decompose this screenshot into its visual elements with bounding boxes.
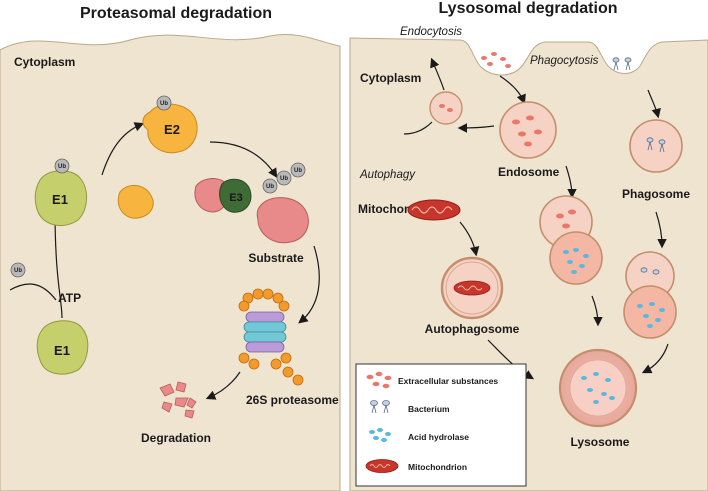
phagosome-label: Phagosome <box>622 187 690 201</box>
e1-top-label: E1 <box>52 192 68 207</box>
mitochondrion-free <box>407 199 461 221</box>
proteasome-complex <box>238 288 304 386</box>
ub-chain-1-label: Ub <box>266 184 274 190</box>
endosome-down-arrow <box>565 165 577 199</box>
mito-to-autophagosome-arrow <box>459 221 480 257</box>
left-cell-background <box>0 34 341 491</box>
bacteria-cluster <box>612 57 632 71</box>
right-cytoplasm-label: Cytoplasm <box>360 71 421 85</box>
lysosome-label: Lysosome <box>571 435 630 449</box>
legend-extracellular-substances-icon <box>366 371 392 389</box>
autophagosome <box>440 256 504 320</box>
e3-label: E3 <box>229 192 242 204</box>
phagosome <box>629 119 683 173</box>
degradation-label: Degradation <box>141 431 211 445</box>
proteasome-label: 26S proteasome <box>246 393 339 407</box>
endocytosis-label: Endocytosis <box>400 26 462 38</box>
proteasomal-panel: Proteasomal degradation Cytoplasm E1 Ub … <box>0 5 341 491</box>
phagosome-fusion <box>623 251 677 339</box>
e3-ligase <box>219 178 252 213</box>
endosome <box>499 101 557 159</box>
vesicle-recycle-arrow <box>403 121 433 135</box>
recycling-vesicle <box>429 91 463 125</box>
legend-bacterium-icon <box>370 400 390 414</box>
proteasomal-title: Proteasomal degradation <box>80 5 272 22</box>
lysosome <box>558 348 638 428</box>
invagination-to-endosome-arrow <box>499 75 526 105</box>
free-e2-enzyme <box>117 185 154 219</box>
ub-on-e2-label: Ub <box>160 101 168 107</box>
recycle-up-arrow <box>430 57 445 91</box>
ub-chain-2-icon <box>276 170 292 186</box>
ub-chain-2-label: Ub <box>280 176 288 182</box>
e2-label: E2 <box>164 122 180 137</box>
substrate-to-proteasome-arrow <box>298 245 320 324</box>
phagosome-to-lysosome-arrow <box>641 343 669 374</box>
autophagosome-to-lysosome-arrow <box>487 339 535 380</box>
substrate-protein <box>256 197 309 244</box>
e1-to-e2-arrow <box>101 122 145 176</box>
endosome-fusion <box>539 195 603 285</box>
legend-label-mitochondrion: Mitochondrion <box>408 462 467 472</box>
ub-on-e2-icon <box>156 95 172 111</box>
ub-on-e1-label: Ub <box>58 164 66 170</box>
lysosomal-title: Lysosomal degradation <box>439 0 618 17</box>
atp-label: ATP <box>58 291 81 305</box>
endosome-to-lysosome-arrow <box>591 295 603 327</box>
e1-bottom-label: E1 <box>54 343 70 358</box>
legend-label-acid-hydrolase: Acid hydrolase <box>408 432 469 442</box>
ub-free-icon <box>10 262 26 278</box>
e1-bottom-enzyme <box>36 320 89 375</box>
legend-mitochondrion-icon <box>365 459 399 473</box>
substrate-label: Substrate <box>248 251 304 265</box>
ub-chain-3-label: Ub <box>294 168 302 174</box>
legend-label-extracellular: Extracellular substances <box>398 376 498 386</box>
e2-to-substrate-arrow <box>209 141 278 179</box>
legend-label-bacterium: Bacterium <box>408 404 450 414</box>
ub-chain-1-icon <box>262 178 278 194</box>
phagocytosis-label: Phagocytosis <box>530 55 599 67</box>
e2-enzyme <box>142 103 198 154</box>
degraded-fragments <box>159 381 197 419</box>
autophagosome-label: Autophagosome <box>425 322 520 336</box>
ub-on-e1-icon <box>54 158 70 174</box>
phagosome-down-arrow <box>655 211 667 249</box>
lysosomal-panel: Lysosomal degradation Endocytosis Phagoc… <box>349 0 708 491</box>
atp-arrow <box>50 207 63 319</box>
endosome-label: Endosome <box>498 165 560 179</box>
left-cytoplasm-label: Cytoplasm <box>14 55 75 69</box>
ub-chain-3-icon <box>290 162 306 178</box>
e1-top-enzyme <box>34 170 87 227</box>
endosome-to-vesicle-arrow <box>457 123 495 133</box>
ub-free-label: Ub <box>14 268 22 274</box>
phagocytosis-arrow <box>647 89 661 119</box>
autophagy-label: Autophagy <box>359 169 416 181</box>
legend: Extracellular substances Bacterium Acid … <box>355 363 527 487</box>
extracellular-substances-cluster <box>481 52 511 68</box>
proteasome-to-degradation-arrow <box>205 371 241 400</box>
ub-input-line <box>9 283 57 301</box>
legend-acid-hydrolase-icon <box>369 428 391 442</box>
